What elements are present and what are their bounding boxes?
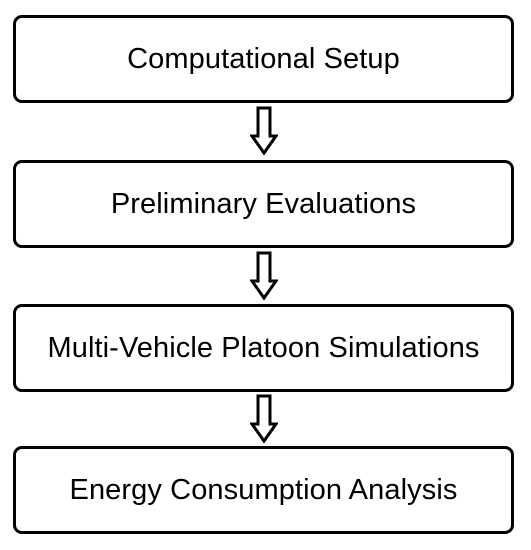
step-label: Preliminary Evaluations	[110, 187, 417, 220]
hollow-down-arrow-icon	[250, 251, 278, 301]
step-box-computational-setup: Computational Setup	[13, 15, 514, 103]
step-label: Multi-Vehicle Platoon Simulations	[47, 331, 480, 364]
hollow-down-arrow-icon	[250, 106, 278, 156]
hollow-down-arrow-icon	[250, 394, 278, 444]
step-label: Energy Consumption Analysis	[69, 473, 458, 506]
step-box-preliminary-evaluations: Preliminary Evaluations	[13, 160, 514, 248]
step-box-multi-vehicle-platoon-simulations: Multi-Vehicle Platoon Simulations	[13, 304, 514, 392]
step-label: Computational Setup	[127, 42, 400, 75]
step-box-energy-consumption-analysis: Energy Consumption Analysis	[13, 446, 514, 534]
